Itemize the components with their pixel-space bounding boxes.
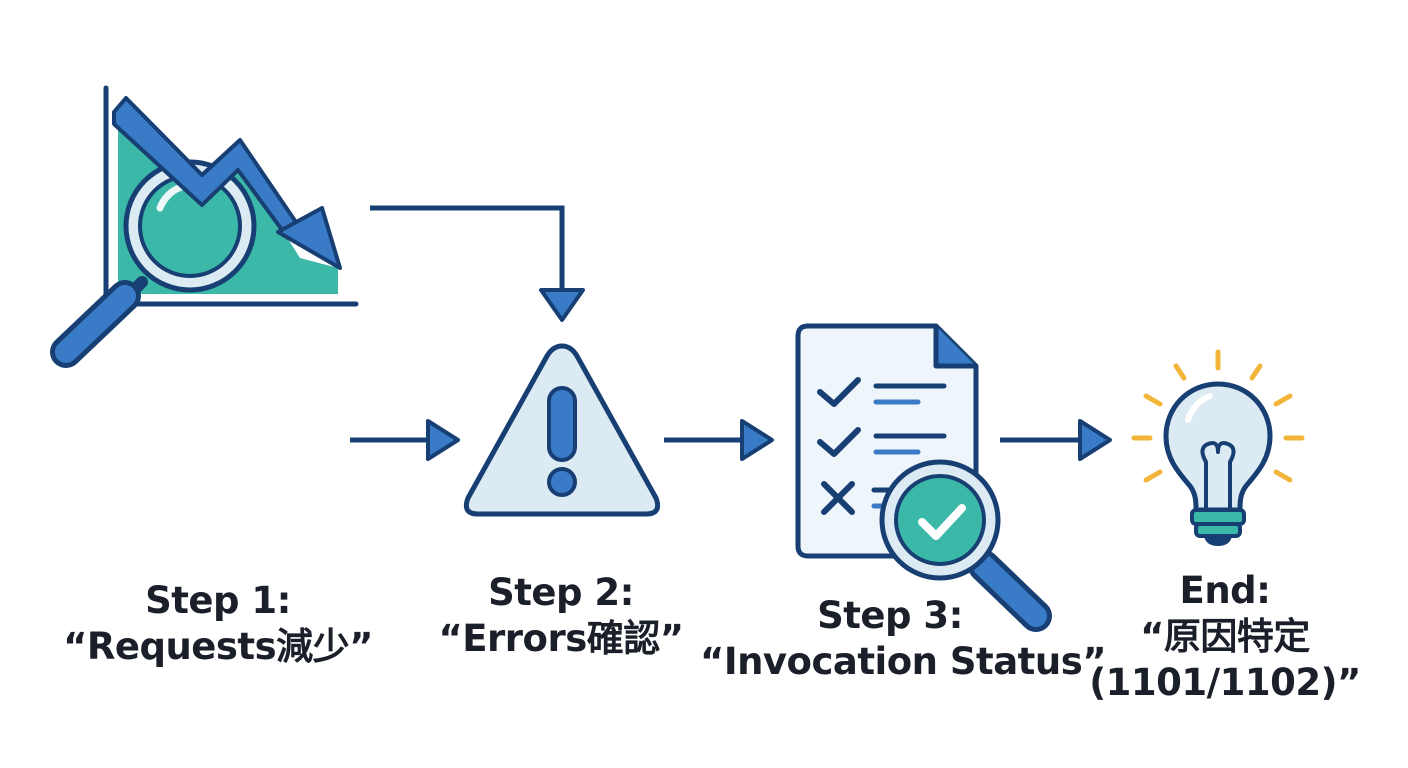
lightbulb-icon xyxy=(1131,349,1305,546)
arrow-step2-to-step3 xyxy=(664,419,774,461)
step2-label: Step 2: “Errors確認” xyxy=(400,570,722,662)
step2-title: Step 2: xyxy=(488,571,634,614)
warning-icon xyxy=(463,343,661,517)
step3-label: Step 3: “Invocation Status” xyxy=(700,593,1107,685)
end-label: End: “原因特定 (1101/1102)” xyxy=(1060,568,1390,706)
end-text-line2: (1101/1102)” xyxy=(1089,661,1361,704)
arrow-step3-to-end xyxy=(1000,419,1112,461)
step2-text: “Errors確認” xyxy=(438,617,684,660)
end-title: End: xyxy=(1179,569,1271,612)
chart-magnifier-icon xyxy=(50,85,359,368)
checklist-magnifier-icon xyxy=(795,323,1052,632)
arrow-into-step2 xyxy=(350,419,460,461)
end-text-line1: “原因特定 xyxy=(1140,615,1310,658)
step1-text: “Requests減少” xyxy=(63,625,373,668)
connector-arrow-elbow xyxy=(370,205,585,322)
step3-text: “Invocation Status” xyxy=(700,640,1107,683)
step3-title: Step 3: xyxy=(817,594,963,637)
step1-title: Step 1: xyxy=(145,579,291,622)
step1-label: Step 1: “Requests減少” xyxy=(48,578,388,670)
